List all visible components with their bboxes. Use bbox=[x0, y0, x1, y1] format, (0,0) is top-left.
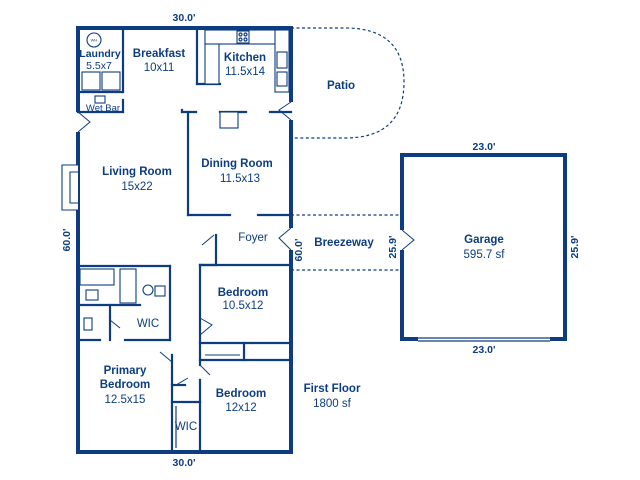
stove-burner bbox=[238, 37, 243, 42]
house-bottom-dimension: 30.0' bbox=[173, 457, 196, 469]
wic-2-label: WIC bbox=[175, 421, 197, 433]
wic1-door-swing bbox=[109, 319, 121, 329]
left-entry-door-swing bbox=[77, 111, 91, 133]
foyer-entry-door-swing bbox=[278, 227, 292, 251]
breakfast-bar bbox=[219, 111, 239, 129]
garage-bottom-dimension: 23.0' bbox=[473, 344, 496, 356]
stove-burner bbox=[238, 32, 243, 37]
dining-room-size: 11.5x13 bbox=[220, 173, 260, 185]
foyer-label: Foyer bbox=[238, 232, 268, 244]
hall-door-swing bbox=[175, 377, 189, 386]
laundry-label: Laundry bbox=[79, 48, 121, 60]
bedroom-2-label: Bedroom bbox=[218, 287, 268, 299]
garage-door-swing bbox=[401, 229, 415, 251]
right-door-gap-foyer bbox=[287, 228, 295, 250]
refrigerator bbox=[276, 71, 288, 87]
wet-bar-label: Wet Bar bbox=[86, 103, 120, 114]
bath-vanity bbox=[119, 268, 137, 304]
stove-burner bbox=[243, 37, 248, 42]
living-room-size: 15x22 bbox=[121, 181, 152, 193]
bedroom-3-label: Bedroom bbox=[216, 388, 266, 400]
bedroom3-door-swing bbox=[199, 364, 211, 376]
dining-room-label: Dining Room bbox=[201, 158, 273, 170]
wetbar-sink bbox=[94, 95, 106, 104]
primary-door-swing bbox=[159, 351, 173, 363]
garage-top-dimension: 23.0' bbox=[473, 141, 496, 153]
breakfast-size: 10x11 bbox=[144, 62, 174, 74]
foyer-closet-door-swing bbox=[201, 234, 215, 246]
breakfast-label: Breakfast bbox=[133, 48, 186, 60]
patio-label: Patio bbox=[327, 80, 355, 92]
laundry-size: 5.5x7 bbox=[86, 60, 112, 72]
floor-name-label: First Floor bbox=[304, 383, 361, 395]
stove-burner bbox=[243, 32, 248, 37]
house-right-dimension: 60.0' bbox=[293, 239, 305, 262]
wic-1-label: WIC bbox=[137, 318, 159, 330]
toilet bbox=[142, 284, 154, 296]
living-room-label: Living Room bbox=[102, 166, 172, 178]
bath-sink bbox=[85, 289, 99, 301]
garage-label: Garage bbox=[464, 234, 504, 246]
primary-bedroom-label-line1: Primary bbox=[104, 365, 147, 377]
kitchen-sink bbox=[276, 51, 288, 69]
bedroom2-door-swing bbox=[199, 317, 213, 336]
garage-right-dimension: 25.9' bbox=[569, 236, 581, 259]
garage-size: 595.7 sf bbox=[464, 249, 506, 261]
stove bbox=[236, 30, 250, 44]
kitchen-label: Kitchen bbox=[224, 52, 266, 64]
garage-left-dimension: 25.9' bbox=[387, 236, 399, 259]
garage-wall bbox=[400, 153, 567, 341]
patio-door-swing bbox=[278, 101, 292, 121]
garage-door-gap bbox=[418, 335, 550, 343]
fireplace bbox=[61, 164, 78, 211]
toilet-tank bbox=[154, 285, 166, 297]
washer bbox=[101, 71, 121, 91]
house-top-dimension: 30.0' bbox=[173, 12, 196, 24]
house-left-dimension: 60.0' bbox=[61, 229, 73, 252]
floor-area-label: 1800 sf bbox=[313, 398, 352, 410]
water-heater bbox=[86, 32, 102, 48]
left-door-gap bbox=[74, 112, 82, 132]
primary-bedroom-label-line2: Bedroom bbox=[100, 379, 150, 391]
dryer bbox=[81, 71, 101, 91]
bedroom-3-size: 12x12 bbox=[225, 402, 256, 414]
bedroom-2-size: 10.5x12 bbox=[223, 300, 264, 312]
water-heater-label: WH bbox=[91, 38, 98, 43]
bathtub bbox=[79, 268, 115, 286]
primary-bedroom-size: 12.5x15 bbox=[105, 394, 146, 406]
kitchen-size: 11.5x14 bbox=[225, 66, 266, 78]
patio-outline bbox=[291, 27, 405, 139]
breezeway-label: Breezeway bbox=[314, 237, 374, 249]
primary-sink bbox=[83, 317, 93, 331]
garage-side-door-gap bbox=[398, 230, 406, 250]
